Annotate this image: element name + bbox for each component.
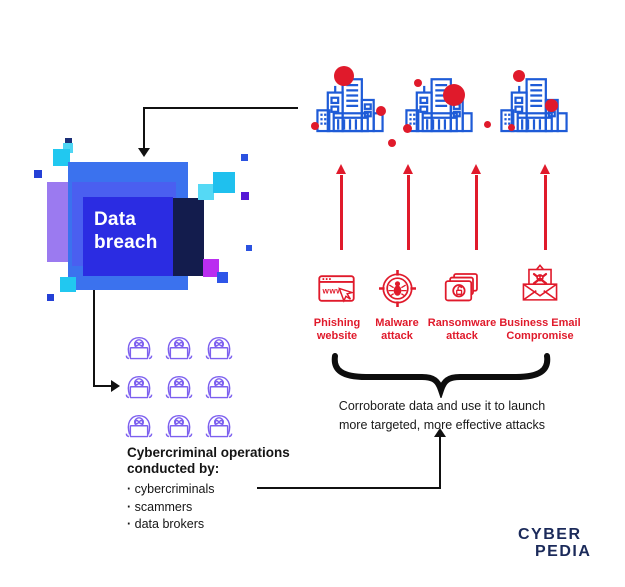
red-dot	[443, 84, 465, 106]
red-dot	[545, 99, 558, 112]
cyberpedia-logo: CYBER PEDIA	[518, 526, 591, 560]
attack-label: Phishing website	[313, 317, 361, 342]
data-breach-label: Data breach	[94, 209, 158, 253]
arrowhead-right-icon	[111, 380, 120, 392]
arrowhead-up-icon	[434, 428, 446, 437]
attack-label: Malware attack	[375, 317, 419, 342]
pixel-square	[203, 259, 219, 277]
red-dot	[376, 106, 386, 116]
hacker-grid	[121, 328, 241, 445]
red-dot	[484, 121, 491, 128]
pixel-square	[217, 272, 228, 283]
cybercriminal-list-item: data brokers	[127, 516, 290, 534]
red-dot	[388, 139, 396, 147]
hacker-icon	[161, 406, 197, 439]
brace-note-line1: Corroborate data and use it to launch	[338, 399, 546, 413]
pixel-square	[241, 154, 248, 161]
city-buildings-icon	[402, 66, 476, 148]
arrowhead-down-icon	[138, 148, 150, 157]
cybercriminal-heading-line2: conducted by:	[127, 461, 220, 476]
pixel-square	[34, 170, 42, 178]
red-dot	[334, 66, 354, 86]
attack-label: Business Email Compromise	[499, 317, 581, 342]
logo-line1: CYBER	[518, 526, 582, 543]
hacker-icon	[121, 406, 157, 439]
brace-note-line2: more targeted, more effective attacks	[338, 418, 546, 432]
brace-note: Corroborate data and use it to launch mo…	[316, 397, 568, 435]
cybercriminal-list: cybercriminals scammers data brokers	[127, 481, 290, 534]
red-dot	[311, 122, 319, 130]
malware-attack-icon	[376, 267, 419, 310]
cybercriminal-block: Cybercriminal operations conducted by: c…	[127, 445, 290, 534]
logo-line2: PEDIA	[535, 543, 592, 560]
phishing-website-icon	[316, 268, 357, 309]
hacker-icon	[201, 328, 237, 361]
attack-label: Ransomware attack	[427, 317, 497, 342]
hacker-icon	[201, 406, 237, 439]
cybercriminal-list-item: cybercriminals	[127, 481, 290, 499]
pixel-square	[53, 149, 70, 166]
pixel-square	[246, 245, 252, 251]
pixel-square	[213, 172, 235, 193]
pixel-square	[47, 294, 54, 301]
pixel-square	[198, 184, 214, 200]
red-dot	[508, 124, 515, 131]
pixel-square	[65, 138, 72, 145]
red-dot	[403, 124, 412, 133]
pixel-square	[60, 277, 76, 292]
pixel-square	[63, 143, 73, 153]
hacker-icon	[161, 328, 197, 361]
red-dot	[414, 79, 422, 87]
hacker-icon	[161, 367, 197, 400]
hacker-icon	[201, 367, 237, 400]
data-breach-box: Data breach	[83, 197, 173, 276]
cybercriminal-list-item: scammers	[127, 499, 290, 517]
business-email-compromise-icon	[517, 264, 563, 310]
city-buildings-icon	[497, 66, 571, 148]
cybercriminal-heading-line1: Cybercriminal operations	[127, 445, 290, 460]
ransomware-attack-icon	[440, 267, 484, 311]
curly-brace	[331, 353, 551, 398]
pixel-square	[241, 192, 249, 200]
hacker-icon	[121, 367, 157, 400]
red-dot	[513, 70, 525, 82]
hacker-icon	[121, 328, 157, 361]
